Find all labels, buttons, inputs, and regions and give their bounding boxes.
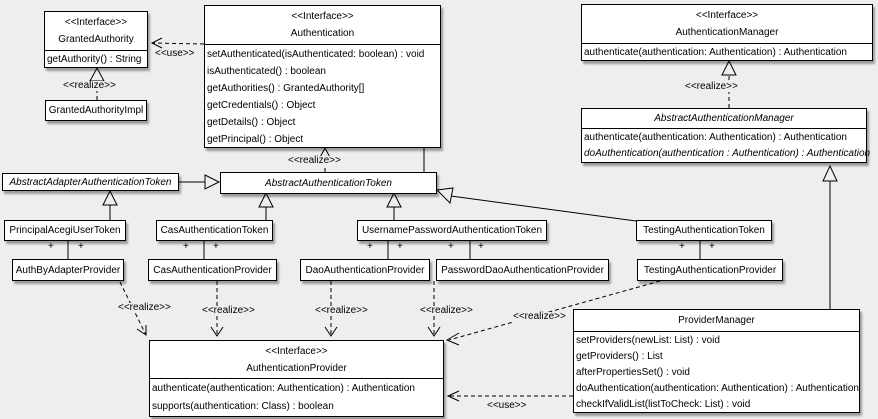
method-label: setAuthenticated(isAuthenticated: boolea… — [207, 49, 425, 60]
class-cas-authentication-token[interactable]: CasAuthenticationToken — [156, 220, 273, 241]
class-provider-manager[interactable]: ProviderManager setProviders(newList: Li… — [573, 309, 860, 413]
method-label: getDetails() : Object — [207, 117, 296, 128]
method-label: authenticate(authentication: Authenticat… — [152, 383, 415, 394]
edge-label-use: <<use>> — [154, 48, 196, 59]
method-label: setProviders(newList: List) : void — [576, 335, 720, 346]
multiplicity-label: + — [448, 241, 454, 252]
class-authentication-manager[interactable]: <<Interface>> AuthenticationManager auth… — [581, 4, 873, 61]
edge-label-realize: <<realize>> — [117, 302, 172, 313]
method-label: getAuthority() : String — [47, 54, 142, 65]
multiplicity-label: + — [679, 241, 685, 252]
edge-label-realize: <<realize>> — [62, 80, 117, 91]
stereotype-label: <<Interface>> — [64, 17, 128, 28]
generalization-adaptertoken-to-abstracttoken — [179, 174, 221, 190]
stereotype-label: <<Interface>> — [291, 11, 354, 22]
multiplicity-label: + — [709, 241, 715, 252]
multiplicity-label: + — [48, 241, 54, 252]
method-label: doAuthentication(authentication : Authen… — [584, 148, 871, 159]
multiplicity-label: + — [213, 241, 219, 252]
method-label: getPrincipal() : Object — [207, 134, 304, 145]
method-label: authenticate(authentication: Authenticat… — [584, 47, 847, 58]
class-cas-authentication-provider[interactable]: CasAuthenticationProvider — [148, 259, 277, 281]
class-name: Authentication — [290, 28, 355, 39]
generalization-principaltoken-to-adaptertoken — [102, 189, 118, 221]
edge-label-realize: <<realize>> — [684, 81, 739, 92]
class-name: TestingAuthenticationProvider — [643, 264, 777, 276]
class-name: AbstractAdapterAuthenticationToken — [9, 176, 172, 188]
method-label: supports(authentication: Class) : boolea… — [152, 401, 334, 412]
method-label: authenticate(authentication: Authenticat… — [584, 132, 847, 143]
class-granted-authority[interactable]: <<Interface>> GrantedAuthority getAuthor… — [44, 11, 148, 68]
stereotype-label: <<Interface>> — [265, 346, 328, 357]
method-label: isAuthenticated() : boolean — [207, 66, 326, 77]
method-label: doAuthentication(authentication: Authent… — [576, 383, 859, 394]
class-testing-authentication-provider[interactable]: TestingAuthenticationProvider — [637, 259, 783, 281]
stereotype-label: <<Interface>> — [695, 10, 759, 21]
class-abstract-authentication-manager[interactable]: AbstractAuthenticationManager authentica… — [581, 108, 871, 163]
method-label: getProviders() : List — [576, 351, 663, 362]
class-name: AuthenticationManager — [675, 27, 779, 38]
method-label: getCredentials() : Object — [207, 100, 316, 111]
edge-label-realize: <<realize>> — [287, 155, 342, 166]
multiplicity-label: + — [367, 241, 373, 252]
class-name: CasAuthenticationToken — [160, 225, 269, 236]
edge-label-realize: <<realize>> — [314, 305, 369, 316]
method-label: checkIfValidList(listToCheck: List) : vo… — [576, 399, 751, 410]
generalization-providermanager-to-abstractmanager — [822, 164, 838, 309]
realize-daoprovider — [324, 281, 338, 337]
edge-label-realize: <<realize>> — [419, 305, 474, 316]
class-name: GrantedAuthority — [58, 34, 134, 45]
class-dao-authentication-provider[interactable]: DaoAuthenticationProvider — [300, 259, 430, 281]
realize-passworddaoprovider — [427, 281, 441, 337]
class-principal-acegi-user-token[interactable]: PrincipalAcegiUserToken — [4, 220, 126, 241]
use-providermanager-authenticationprovider — [446, 390, 573, 402]
multiplicity-label: + — [183, 241, 189, 252]
class-auth-by-adapter-provider[interactable]: AuthByAdapterProvider — [12, 259, 124, 281]
class-granted-authority-impl[interactable]: GrantedAuthorityImpl — [45, 100, 147, 121]
multiplicity-label: + — [478, 241, 484, 252]
use-authentication-grantedauthority — [150, 37, 205, 49]
class-name: DaoAuthenticationProvider — [305, 264, 425, 276]
class-name: AbstractAuthenticationManager — [654, 113, 794, 124]
class-name: AuthenticationProvider — [246, 363, 347, 374]
edge-label-realize: <<realize>> — [201, 305, 256, 316]
realize-casprovider — [210, 281, 224, 337]
class-authentication[interactable]: <<Interface>> Authentication setAuthenti… — [204, 5, 441, 148]
class-username-password-authentication-token[interactable]: UsernamePasswordAuthenticationToken — [357, 220, 547, 241]
class-authentication-provider[interactable]: <<Interface>> AuthenticationProvider aut… — [149, 340, 444, 417]
multiplicity-label: + — [397, 241, 403, 252]
class-testing-authentication-token[interactable]: TestingAuthenticationToken — [636, 220, 772, 241]
generalization-usernametoken-to-abstracttoken — [386, 191, 402, 221]
generalization-testingtoken-to-abstracttoken — [435, 187, 637, 222]
method-label: getAuthorities() : GrantedAuthority[] — [207, 83, 365, 94]
class-abstract-authentication-token[interactable]: AbstractAuthenticationToken — [220, 172, 437, 194]
class-password-dao-authentication-provider[interactable]: PasswordDaoAuthenticationProvider — [436, 259, 609, 281]
class-name: CasAuthenticationProvider — [153, 264, 272, 276]
edge-label-realize: <<realize>> — [512, 311, 567, 322]
class-name: ProviderManager — [678, 315, 755, 326]
edge-label-use: <<use>> — [486, 400, 528, 411]
multiplicity-label: + — [78, 241, 84, 252]
class-name: UsernamePasswordAuthenticationToken — [361, 225, 543, 236]
class-name: PrincipalAcegiUserToken — [9, 225, 121, 236]
class-name: PasswordDaoAuthenticationProvider — [441, 264, 604, 276]
method-label: afterPropertiesSet() : void — [576, 367, 690, 378]
class-name: GrantedAuthorityImpl — [48, 105, 144, 116]
class-name: AuthByAdapterProvider — [15, 264, 121, 276]
class-abstract-adapter-authentication-token[interactable]: AbstractAdapterAuthenticationToken — [2, 173, 179, 191]
generalization-castoken-to-abstracttoken — [258, 191, 274, 221]
class-name: TestingAuthenticationToken — [643, 225, 765, 236]
realize-testingprovider — [445, 280, 661, 346]
class-name: AbstractAuthenticationToken — [265, 177, 392, 189]
